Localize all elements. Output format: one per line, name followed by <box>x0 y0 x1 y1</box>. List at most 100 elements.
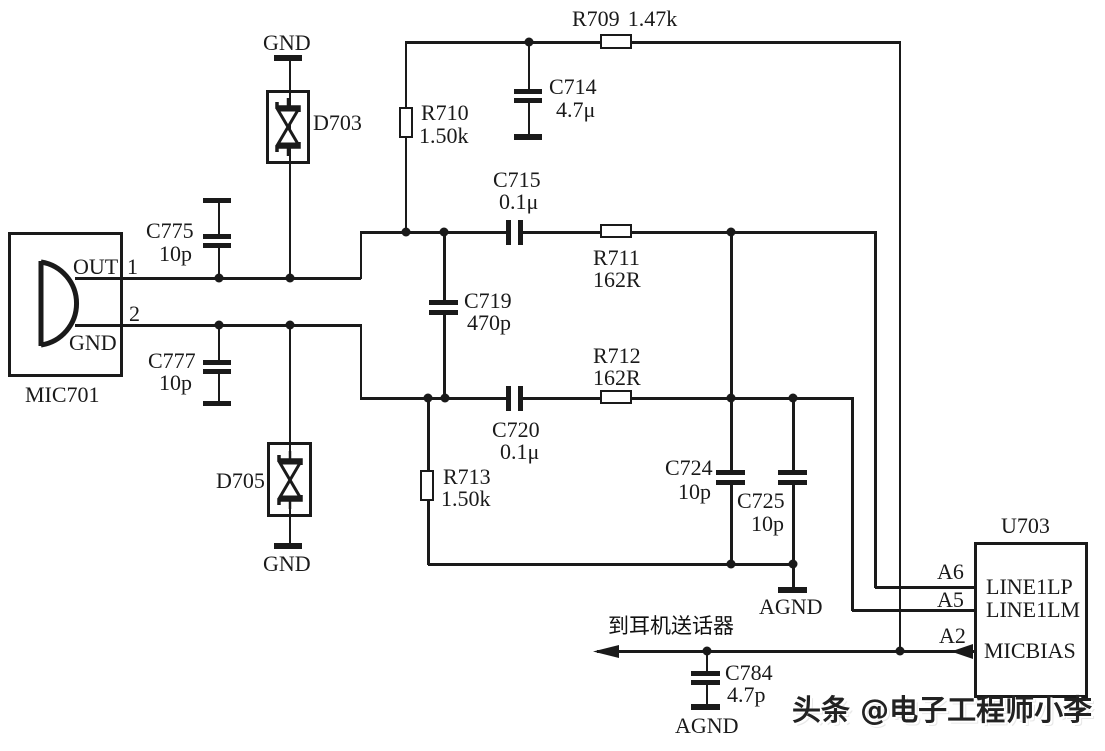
junction-dot <box>702 646 712 656</box>
mic701-ref: MIC701 <box>25 382 100 407</box>
wire <box>792 563 795 588</box>
u703-pad-a5: A5 <box>937 587 964 612</box>
c725-capacitor-plate <box>778 470 807 475</box>
wire <box>898 42 901 652</box>
r712-value: 162R <box>593 365 641 390</box>
r713-ref: R713 <box>443 464 491 489</box>
u703-pin-line1lp: LINE1LP <box>986 574 1073 599</box>
wire <box>523 231 876 234</box>
d703-gnd-label: GND <box>263 30 311 55</box>
gnd-bar <box>274 543 302 549</box>
termination-bar <box>514 134 542 140</box>
c725-capacitor-plate <box>778 480 807 485</box>
c777-value: 10p <box>159 370 192 395</box>
wire <box>852 609 975 612</box>
u703-pin-line1lm: LINE1LM <box>986 597 1081 622</box>
c724-ref: C724 <box>665 455 713 480</box>
c784-capacitor-plate <box>691 680 720 685</box>
left-arrowhead-icon <box>593 645 619 658</box>
c720-ref: C720 <box>492 417 540 442</box>
wire <box>360 231 507 234</box>
to-headset-mic-label: 到耳机送话器 <box>608 614 734 638</box>
r709-label: R709 1.47k <box>572 8 677 30</box>
junction-dot <box>895 646 905 656</box>
junction-dot <box>439 227 449 237</box>
junction-dot <box>214 273 224 283</box>
r713-resistor <box>420 470 434 501</box>
junction-dot <box>726 227 736 237</box>
r713-value: 1.50k <box>441 486 491 511</box>
c719-capacitor-plate <box>429 300 458 305</box>
c777-ref: C777 <box>148 348 196 373</box>
c725-value: 10p <box>751 511 784 536</box>
wire <box>288 60 291 279</box>
c784-ref: C784 <box>725 660 773 685</box>
c724-capacitor-plate <box>716 470 745 475</box>
wire <box>359 231 362 279</box>
watermark: 头条 @电子工程师小李 <box>792 693 1093 727</box>
wire <box>875 586 975 589</box>
junction-dot <box>726 559 736 569</box>
junction-dot <box>423 393 433 403</box>
c719-ref: C719 <box>464 288 512 313</box>
mic701-pin1-name: OUT <box>73 254 119 279</box>
c715-value: 0.1μ <box>499 189 539 214</box>
wire <box>443 232 446 302</box>
wire <box>428 563 794 566</box>
c715-ref: C715 <box>493 167 541 192</box>
c720-capacitor-plate <box>518 386 523 411</box>
junction-dot <box>285 273 295 283</box>
wire <box>705 650 708 672</box>
c777-capacitor-plate <box>203 369 231 374</box>
termination-bar <box>203 198 231 203</box>
wire <box>443 315 446 399</box>
wire <box>792 397 795 471</box>
r710-ref: R710 <box>421 100 469 125</box>
u703-pin-micbias: MICBIAS <box>984 638 1076 663</box>
r709-resistor <box>600 34 632 49</box>
u703-box <box>974 542 1088 698</box>
d705-tvs-diode-icon <box>277 451 303 509</box>
junction-dot <box>285 320 295 330</box>
d705-ref: D705 <box>216 468 265 493</box>
junction-dot <box>401 227 411 237</box>
r712-resistor <box>600 390 632 404</box>
r709-ref: R709 <box>572 6 620 31</box>
c775-capacitor-plate <box>203 243 231 248</box>
r709-value: 1.47k <box>627 6 678 31</box>
wire <box>217 325 220 362</box>
wire <box>523 397 853 400</box>
r711-ref: R711 <box>593 245 640 270</box>
c775-ref: C775 <box>146 218 194 243</box>
micbias-arrowhead-icon <box>951 644 973 659</box>
c724-capacitor-plate <box>716 480 745 485</box>
d703-tvs-diode-icon <box>275 98 301 156</box>
agnd-mid-label: AGND <box>759 594 823 619</box>
c784-value: 4.7p <box>727 682 766 707</box>
c714-capacitor-plate <box>514 89 542 94</box>
r711-value: 162R <box>593 267 641 292</box>
wire <box>217 246 220 278</box>
c777-capacitor-plate <box>203 360 231 365</box>
d703-ref: D703 <box>313 110 362 135</box>
c724-value: 10p <box>678 479 711 504</box>
u703-pad-a6: A6 <box>937 559 964 584</box>
mic701-box <box>8 232 123 377</box>
wire <box>851 397 854 611</box>
c714-capacitor-plate <box>514 98 542 103</box>
r712-ref: R712 <box>593 343 641 368</box>
agnd-bar <box>778 587 807 593</box>
gnd-bar <box>274 55 302 61</box>
wire <box>705 685 708 707</box>
mic701-pin2-name: GND <box>69 330 117 355</box>
wire <box>405 41 901 44</box>
u703-ref: U703 <box>1001 513 1050 538</box>
c720-capacitor-plate <box>506 386 511 411</box>
junction-dot <box>726 393 736 403</box>
junction-dot <box>524 37 534 47</box>
wire <box>730 485 733 565</box>
c720-value: 0.1μ <box>500 439 540 464</box>
r710-value: 1.50k <box>419 123 469 148</box>
wire <box>792 485 795 565</box>
